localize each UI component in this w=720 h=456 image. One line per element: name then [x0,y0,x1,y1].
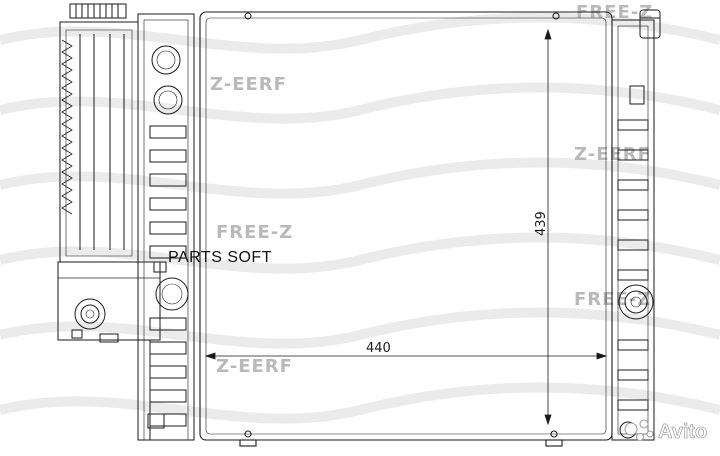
watermark-mirrored-2: Z-EERF [216,356,293,377]
avito-dot-2 [639,419,649,429]
parts-soft-overlay-text: PARTS SOFT [168,249,272,266]
height-dimension-label: 439 [534,211,549,236]
avito-dot-3 [636,433,644,441]
avito-badge: Avito [624,419,708,443]
right-tank [611,9,661,441]
width-dimension-label: 440 [366,341,391,356]
dimension-lines [204,28,608,426]
watermark-1: FREE-Z [216,222,293,243]
watermark-mirrored-1: Z-EERF [210,74,287,95]
avito-dot-1 [624,422,638,436]
avito-dot-4 [646,430,654,438]
left-tank [57,3,195,441]
avito-logo-text: Avito [658,421,707,443]
